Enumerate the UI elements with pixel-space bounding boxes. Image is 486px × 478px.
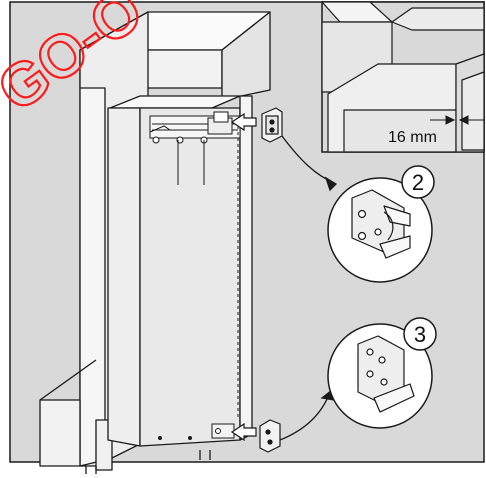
callout-number-2: 2 <box>412 170 424 195</box>
callout-bracket-2: 2 <box>327 165 435 283</box>
leader-arrow-top <box>281 135 338 192</box>
inset-detail: 16 mm <box>321 1 485 153</box>
insert-arrow-top <box>230 112 257 132</box>
bracket-top-small <box>261 107 283 143</box>
callout-bracket-3: 3 <box>327 317 437 429</box>
callout-number-3: 3 <box>414 322 426 347</box>
bracket-bottom-small <box>259 419 281 453</box>
insert-arrow-bottom <box>230 422 257 442</box>
gap-dimension-label: 16 mm <box>388 129 437 146</box>
callout-number-2-circle <box>401 165 435 199</box>
appliance-top-mechanism <box>149 111 241 185</box>
callout-number-3-circle <box>403 317 437 351</box>
appliance-body <box>107 95 253 447</box>
